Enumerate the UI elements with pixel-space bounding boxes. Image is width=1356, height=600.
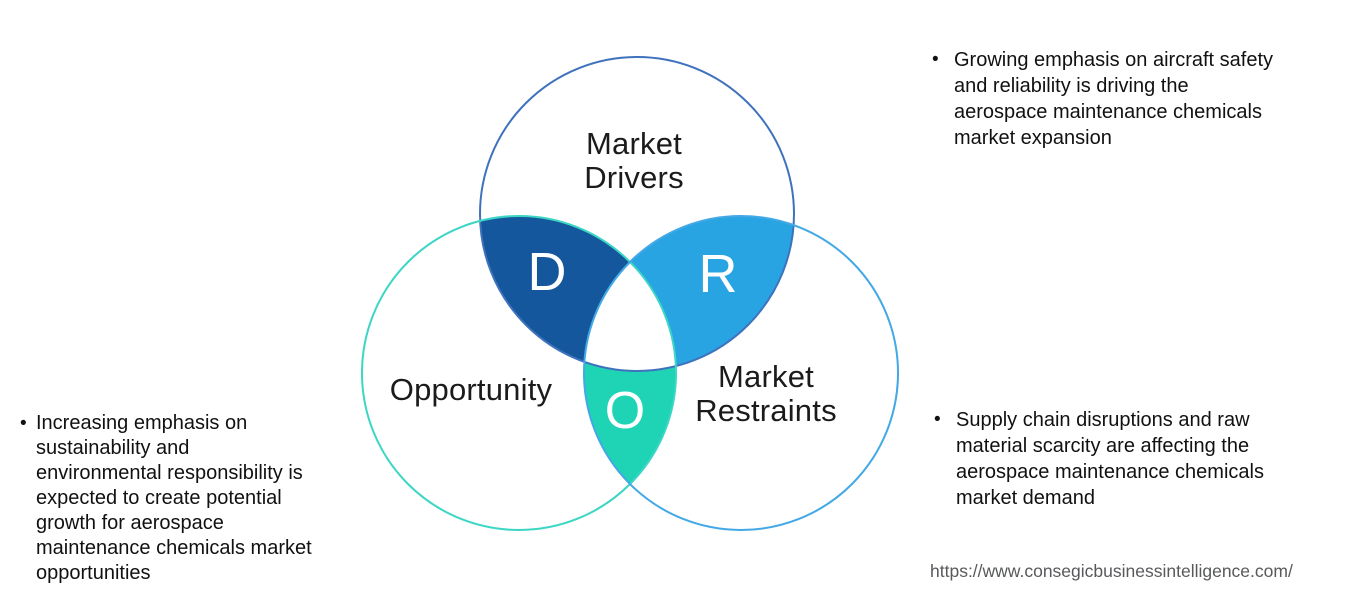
bullet-icon: • bbox=[934, 409, 941, 430]
drivers-note-text: Growing emphasis on aircraft safety and … bbox=[954, 49, 1274, 149]
overlap-drivers-restraints bbox=[584, 216, 794, 371]
opportunity-note: • Increasing emphasis on sustainability … bbox=[20, 411, 365, 586]
bullet-icon: • bbox=[20, 413, 27, 434]
restraints-circle-label: Market Restraints bbox=[695, 359, 837, 428]
drivers-circle-outline bbox=[479, 56, 795, 372]
drivers-letter: D bbox=[527, 242, 567, 302]
overlap-drivers-opportunity bbox=[480, 216, 676, 371]
opportunity-circle-label: Opportunity bbox=[389, 372, 553, 407]
restraints-circle-outline bbox=[583, 215, 899, 531]
restraints-note-text: Supply chain disruptions and raw materia… bbox=[956, 409, 1264, 509]
restraints-note: • Supply chain disruptions and raw mater… bbox=[934, 407, 1338, 511]
opportunity-circle-outline bbox=[361, 215, 677, 531]
drivers-note: • Growing emphasis on aircraft safety an… bbox=[932, 47, 1336, 151]
source-url: https://www.consegicbusinessintelligence… bbox=[930, 561, 1293, 581]
opportunity-letter: O bbox=[604, 382, 646, 440]
restraints-letter: R bbox=[698, 244, 738, 304]
drivers-circle-label: Market Drivers bbox=[584, 126, 684, 195]
opportunity-note-text: Increasing emphasis on sustainability an… bbox=[36, 412, 312, 584]
bullet-icon: • bbox=[932, 49, 939, 70]
